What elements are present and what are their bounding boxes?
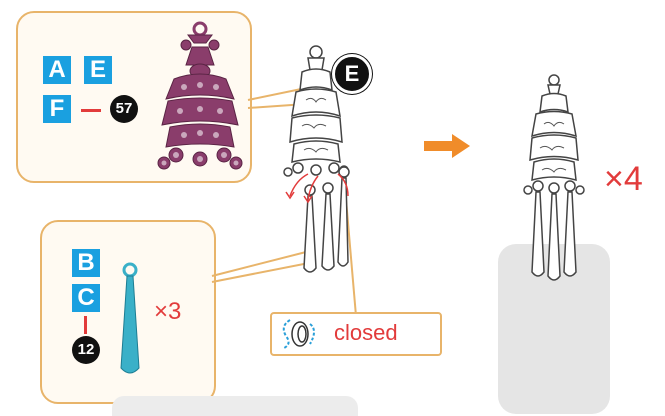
part-badge-c: C [72,284,100,312]
ornament-piece-icon [157,21,243,170]
closed-ring-label: closed [270,312,442,356]
connector-dash-vertical [84,316,87,334]
part-badge-b: B [72,249,100,277]
assembly-illustration [283,45,350,273]
closed-text: closed [334,320,398,345]
multiplier-x4: ×4 [604,160,643,198]
part-badge-e: E [84,56,112,84]
finished-ornament-illustration [523,74,585,281]
part-badge-a: A [43,56,71,84]
callout-bottom-panel: B C 12 ×3 [40,220,216,404]
part-badge-f: F [43,95,71,123]
callout-top-panel: A E F 57 [16,11,252,183]
closed-ring-icon [282,319,315,349]
count-badge-top: 57 [110,95,138,123]
marker-e-badge: E [332,54,372,94]
next-step-arrow-icon [424,134,470,158]
connector-dash [81,109,101,112]
count-badge-bottom: 12 [72,336,100,364]
bottom-caption-box [112,396,358,416]
multiplier-x3: ×3 [154,298,182,325]
tassel-piece-icon [120,262,140,374]
